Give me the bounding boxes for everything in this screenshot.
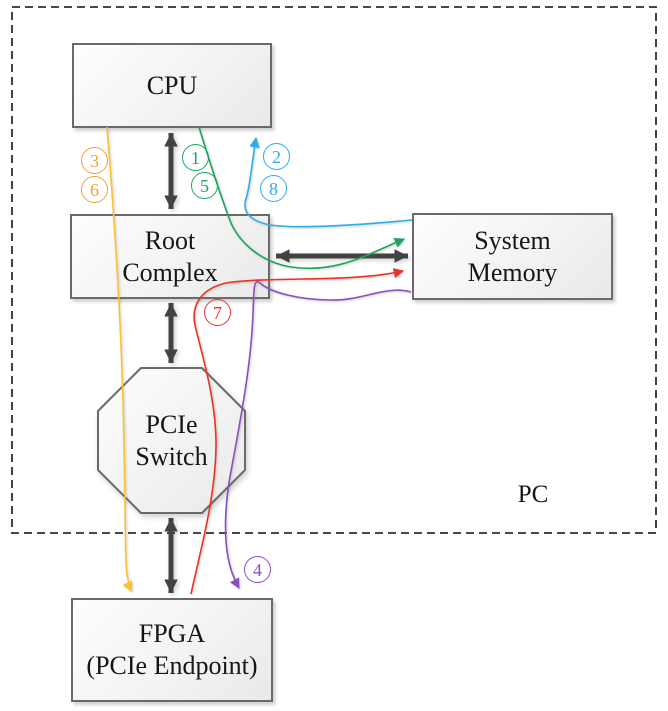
flow-path-yellow-cpu-to-fpga [106,126,133,592]
node-system-memory: System Memory [412,213,613,300]
pcie-switch-label-line1: PCIe [145,409,198,439]
node-cpu: CPU [72,43,272,128]
pcie-switch-label-line2: Switch [135,441,208,471]
node-fpga: FPGA (PCIe Endpoint) [71,598,273,702]
fpga-label-line2: (PCIe Endpoint) [86,651,258,680]
root-complex-label-line1: Root [144,225,196,255]
system-memory-label-line2: Memory [467,257,558,287]
node-pcie-switch-label: PCIe Switch [98,368,245,513]
flow-badge-5: 5 [191,172,218,199]
flow-badge-7: 7 [204,299,231,326]
pcie-switch-shape [97,367,246,514]
flow-badge-4: 4 [244,556,271,583]
flow-badge-2: 2 [263,143,290,170]
pc-region-label: PC [517,481,549,508]
system-memory-label-line1: System [474,225,551,255]
root-complex-label-line2: Complex [122,257,218,287]
flow-badge-6: 6 [81,176,108,203]
cpu-label: CPU [146,70,198,100]
flow-badge-1: 1 [182,144,209,171]
flow-badge-3: 3 [81,147,108,174]
flow-path-purple-memory-to-fpga [224,280,412,589]
fpga-label-line1: FPGA [138,619,206,648]
node-root-complex: Root Complex [70,214,270,299]
flow-badge-8: 8 [260,175,287,202]
